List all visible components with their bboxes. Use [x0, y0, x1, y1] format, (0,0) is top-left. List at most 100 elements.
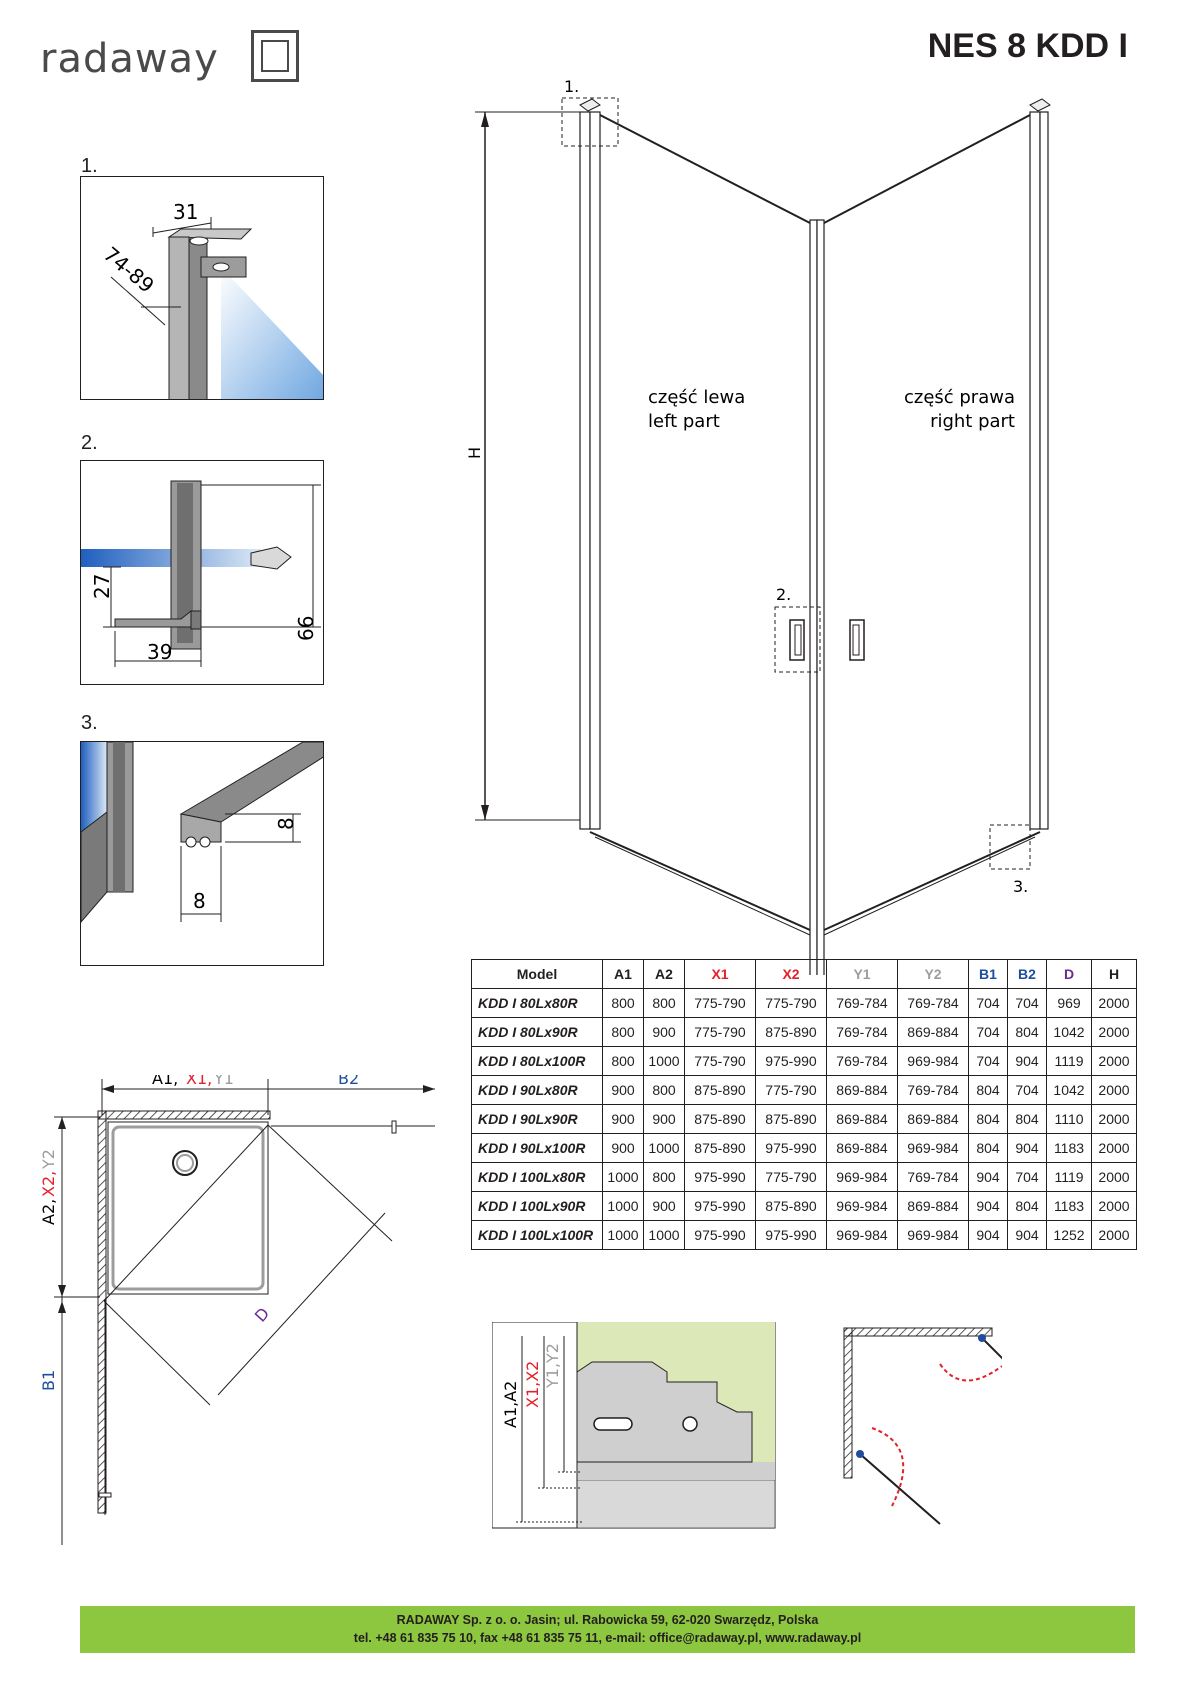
table-cell-model: KDD I 100Lx100R — [471, 1220, 603, 1250]
table-cell: 875-890 — [684, 1133, 756, 1163]
table-cell-model: KDD I 80Lx100R — [471, 1046, 603, 1076]
detail-2-box: 27 39 66 — [80, 460, 324, 685]
table-cell: 904 — [1007, 1046, 1047, 1076]
plan-label-b1: B1 — [40, 1370, 58, 1391]
table-cell: 904 — [968, 1220, 1008, 1250]
table-cell: 1000 — [602, 1162, 644, 1192]
table-cell: 2000 — [1091, 1075, 1137, 1105]
table-cell-model: KDD I 90Lx80R — [471, 1075, 603, 1105]
logo-square-icon — [251, 30, 299, 82]
product-title: NES 8 KDD I — [927, 27, 1128, 65]
table-cell: 804 — [1007, 1104, 1047, 1134]
table-cell: 2000 — [1091, 1104, 1137, 1134]
table-cell: 1000 — [643, 1133, 685, 1163]
table-cell: 900 — [643, 1017, 685, 1047]
table-cell-model: KDD I 90Lx90R — [471, 1104, 603, 1134]
detail-2-dim-height: 27 — [90, 574, 114, 599]
detail-1-number: 1. — [81, 155, 98, 177]
detail-2-dim-overall: 66 — [294, 616, 318, 641]
table-cell: 704 — [1007, 1162, 1047, 1192]
plan-label-b2: B2 — [338, 1075, 359, 1088]
table-cell: 1000 — [602, 1220, 644, 1250]
th-b1: B1 — [968, 959, 1008, 989]
plan-label-a2: A2, — [40, 1199, 58, 1225]
detail-1-box: 31 74-89 — [80, 176, 324, 400]
plan-label-y2: Y2 — [40, 1149, 58, 1170]
table-cell: 775-790 — [755, 988, 827, 1018]
footer-bar: RADAWAY Sp. z o. o. Jasin; ul. Rabowicka… — [80, 1606, 1135, 1653]
left-part-label-pl: część lewa — [648, 387, 745, 408]
table-cell: 1183 — [1046, 1191, 1092, 1221]
table-cell: 969-984 — [897, 1220, 969, 1250]
table-cell: 775-790 — [684, 1046, 756, 1076]
detail-3-box: 8 8 — [80, 741, 324, 966]
table-cell: 875-890 — [755, 1104, 827, 1134]
footer-address: RADAWAY Sp. z o. o. Jasin; ul. Rabowicka… — [396, 1613, 819, 1627]
table-cell: 2000 — [1091, 1162, 1137, 1192]
plan-label-d: D — [251, 1304, 273, 1326]
logo-wordmark: radaway — [40, 36, 219, 82]
table-cell: 900 — [602, 1075, 644, 1105]
left-part-label-en: left part — [648, 411, 720, 432]
detail-3-drawing: 8 8 — [81, 742, 323, 923]
door-opening-diagram — [843, 1327, 1002, 1525]
detail-3-number: 3. — [81, 712, 98, 734]
table-cell: 1000 — [643, 1046, 685, 1076]
th-h: H — [1091, 959, 1137, 989]
table-cell: 775-790 — [684, 988, 756, 1018]
dimensions-table: Model A1 A2 X1 X2 Y1 Y2 B1 B2 D H KDD I … — [471, 959, 1137, 1250]
table-cell: 869-884 — [826, 1104, 898, 1134]
table-cell: 875-890 — [755, 1191, 827, 1221]
callout-3-label: 3. — [1013, 877, 1028, 896]
detail-3-dim-width: 8 — [193, 889, 206, 913]
table-cell: 800 — [602, 988, 644, 1018]
table-cell: 969-984 — [826, 1220, 898, 1250]
table-cell: 969-984 — [897, 1133, 969, 1163]
table-cell: 769-784 — [897, 1075, 969, 1105]
section-label-x: X1,X2 — [523, 1361, 542, 1408]
detail-2-dim-width: 39 — [147, 640, 172, 664]
table-cell: 704 — [1007, 1075, 1047, 1105]
table-cell: 1119 — [1046, 1046, 1092, 1076]
table-cell: 2000 — [1091, 1133, 1137, 1163]
th-x1: X1 — [684, 959, 756, 989]
plan-label-x1: X1, — [186, 1075, 212, 1088]
detail-1-drawing: 31 74-89 — [99, 200, 323, 399]
table-cell-model: KDD I 80Lx80R — [471, 988, 603, 1018]
th-y2: Y2 — [897, 959, 969, 989]
table-cell: 975-990 — [684, 1162, 756, 1192]
table-cell: 800 — [643, 988, 685, 1018]
height-label: H — [465, 447, 484, 459]
table-cell: 900 — [602, 1133, 644, 1163]
detail-1-dim-width: 31 — [173, 200, 198, 224]
table-cell: 2000 — [1091, 1191, 1137, 1221]
table-cell: 1252 — [1046, 1220, 1092, 1250]
table-cell: 869-884 — [897, 1017, 969, 1047]
table-cell: 769-784 — [826, 1046, 898, 1076]
section-label-a: A1,A2 — [501, 1381, 520, 1428]
table-cell: 969-984 — [897, 1046, 969, 1076]
th-d: D — [1046, 959, 1092, 989]
table-cell: 804 — [968, 1133, 1008, 1163]
table-cell: 875-890 — [684, 1075, 756, 1105]
table-cell: 804 — [968, 1104, 1008, 1134]
table-cell: 2000 — [1091, 1220, 1137, 1250]
table-cell: 869-884 — [897, 1191, 969, 1221]
table-cell: 704 — [1007, 988, 1047, 1018]
table-cell: 2000 — [1091, 1046, 1137, 1076]
table-cell: 800 — [643, 1162, 685, 1192]
table-cell: 1000 — [643, 1220, 685, 1250]
table-cell: 969 — [1046, 988, 1092, 1018]
table-cell: 975-990 — [755, 1220, 827, 1250]
table-cell: 800 — [643, 1075, 685, 1105]
table-cell: 769-784 — [897, 1162, 969, 1192]
table-cell: 975-990 — [755, 1133, 827, 1163]
detail-2-number: 2. — [81, 432, 98, 454]
table-cell: 704 — [968, 988, 1008, 1018]
table-cell: 1183 — [1046, 1133, 1092, 1163]
